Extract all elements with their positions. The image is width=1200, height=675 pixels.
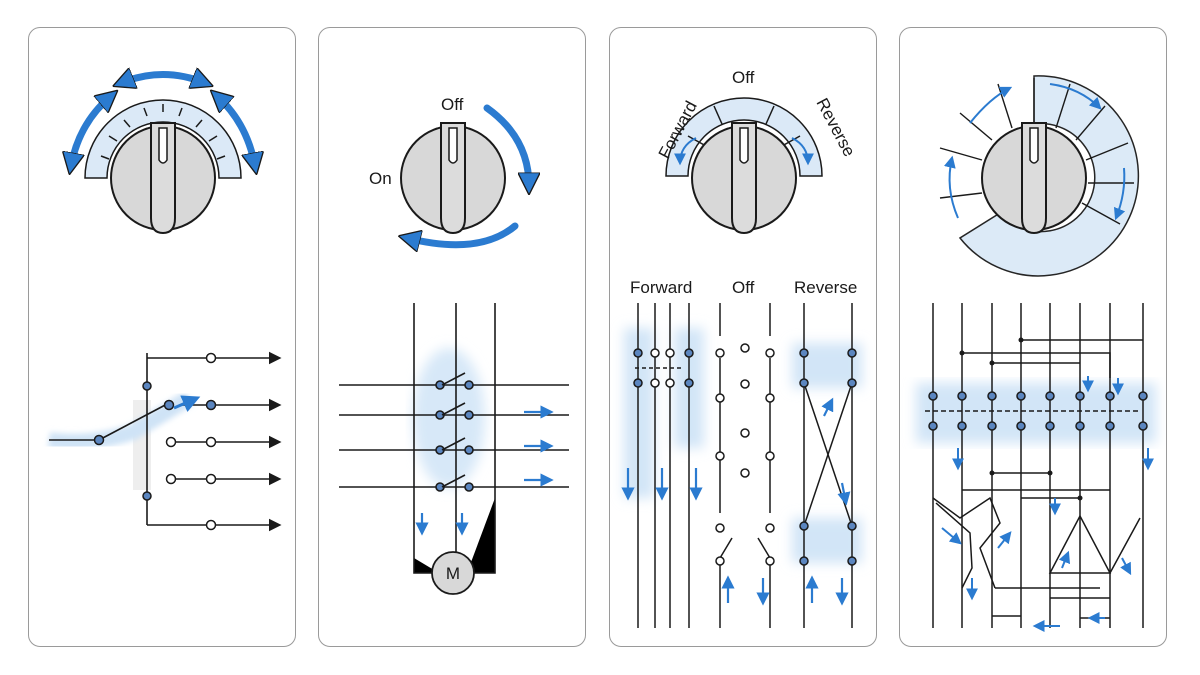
dial-label-reverse: Reverse: [812, 95, 858, 160]
rotation-arrows: [407, 104, 529, 245]
rotary-knob[interactable]: [981, 122, 1087, 235]
panel-star-delta-switch: [899, 27, 1167, 647]
panel-on-off-switch: Off On: [318, 27, 586, 647]
reverse-contacts: [799, 303, 857, 628]
motor-symbol: [431, 551, 475, 595]
column-label-forward: Forward: [630, 278, 692, 297]
forward-contacts: [633, 303, 694, 628]
rotation-arrows: [71, 75, 255, 167]
off-contacts: [715, 303, 775, 628]
label-off: Off: [441, 95, 464, 114]
rotary-knob[interactable]: [110, 122, 216, 235]
dial-label-off: Off: [732, 68, 755, 87]
motor-label: M: [446, 564, 460, 583]
dial-scale: [665, 97, 823, 177]
panel-forward-off-reverse: Forward Off Reverse Forward Off Reverse: [609, 27, 877, 647]
rotary-knob[interactable]: [691, 122, 797, 235]
dial-scale: [939, 75, 1140, 277]
label-on: On: [369, 169, 392, 188]
panel-multi-position-switch: [28, 27, 296, 647]
switch-schematic: M: [339, 303, 569, 595]
rotary-knob[interactable]: [400, 122, 506, 235]
selector-schematic: [47, 351, 282, 532]
column-label-off: Off: [732, 278, 755, 297]
column-label-reverse: Reverse: [794, 278, 857, 297]
